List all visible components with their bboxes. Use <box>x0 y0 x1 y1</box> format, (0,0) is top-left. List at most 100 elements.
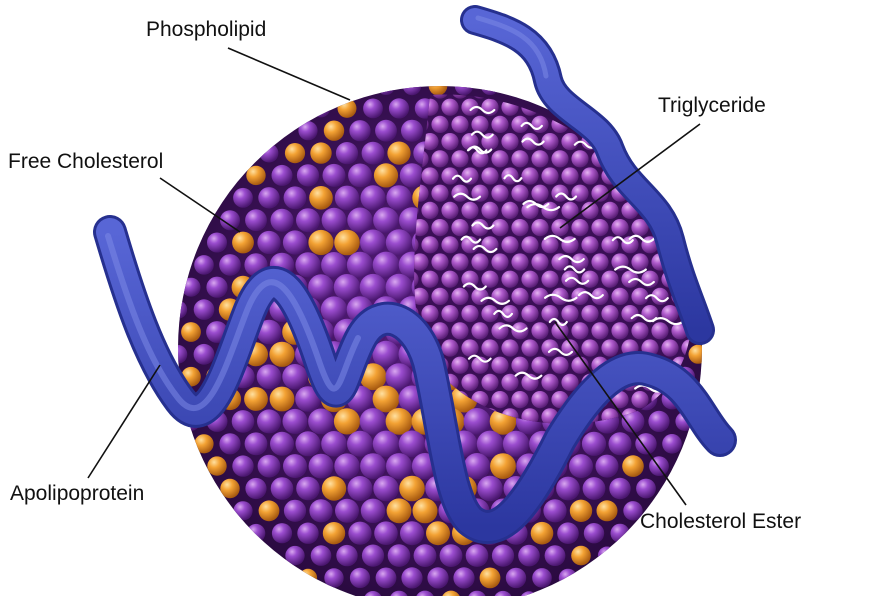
core-lipid-sphere <box>721 202 738 219</box>
core-lipid-sphere <box>591 219 608 236</box>
core-lipid-sphere <box>711 253 728 270</box>
free-cholesterol-sphere <box>259 500 280 521</box>
phospholipid-sphere <box>284 500 306 522</box>
phospholipid-sphere <box>324 568 343 587</box>
free-cholesterol-sphere <box>308 230 333 255</box>
phospholipid-sphere <box>296 208 320 232</box>
core-lipid-sphere <box>481 167 498 184</box>
core-lipid-sphere <box>421 236 438 253</box>
phospholipid-sphere <box>388 544 411 567</box>
core-lipid-sphere <box>441 99 458 116</box>
core-lipid-sphere <box>451 357 468 374</box>
phospholipid-sphere <box>232 410 255 433</box>
free-cholesterol-sphere <box>387 498 412 523</box>
core-lipid-sphere <box>501 271 518 288</box>
core-lipid-sphere <box>621 305 638 322</box>
core-lipid-sphere <box>611 288 628 305</box>
core-lipid-sphere <box>671 185 688 202</box>
core-lipid-sphere <box>701 167 718 184</box>
phospholipid-sphere <box>374 521 398 545</box>
core-lipid-sphere <box>581 305 598 322</box>
core-lipid-sphere <box>431 253 448 270</box>
free-cholesterol-sphere <box>480 568 501 589</box>
core-lipid-sphere <box>721 305 738 322</box>
core-lipid-sphere <box>711 150 728 167</box>
phospholipid-sphere <box>194 255 214 275</box>
phospholipid-sphere <box>322 208 347 233</box>
phospholipid-sphere <box>271 477 294 500</box>
core-lipid-sphere <box>491 357 508 374</box>
free-cholesterol-sphere <box>597 500 618 521</box>
phospholipid-sphere <box>401 120 423 142</box>
phospholipid-sphere <box>335 186 359 210</box>
phospholipid-sphere <box>556 477 580 501</box>
phospholipid-sphere <box>348 522 371 545</box>
core-lipid-sphere <box>691 185 708 202</box>
phospholipid-sphere <box>583 477 606 500</box>
label-triglyceride: Triglyceride <box>658 94 766 118</box>
core-lipid-sphere <box>431 150 448 167</box>
core-lipid-sphere <box>521 271 538 288</box>
phospholipid-sphere <box>298 121 317 140</box>
free-cholesterol-sphere <box>689 345 708 364</box>
free-cholesterol-sphere <box>570 500 592 522</box>
free-cholesterol-sphere <box>387 142 410 165</box>
phospholipid-sphere <box>207 233 227 253</box>
core-lipid-sphere <box>491 185 508 202</box>
core-lipid-sphere <box>481 339 498 356</box>
phospholipid-sphere <box>596 455 619 478</box>
phospholipid-sphere <box>233 188 253 208</box>
free-cholesterol-sphere <box>374 163 398 187</box>
lipid-chain <box>658 132 680 138</box>
phospholipid-sphere <box>543 499 566 522</box>
free-cholesterol-sphere <box>194 434 213 453</box>
core-lipid-sphere <box>421 167 438 184</box>
phospholipid-sphere <box>361 185 386 210</box>
phospholipid-sphere <box>401 567 422 588</box>
core-lipid-sphere <box>571 219 588 236</box>
phospholipid-sphere <box>635 433 656 454</box>
core-lipid-sphere <box>521 167 538 184</box>
core-lipid-sphere <box>621 99 638 116</box>
free-cholesterol-sphere <box>244 387 268 411</box>
core-lipid-sphere <box>461 339 478 356</box>
phospholipid-sphere <box>557 522 579 544</box>
label-free-cholesterol: Free Cholesterol <box>8 150 163 174</box>
core-lipid-sphere <box>681 167 698 184</box>
phospholipid-sphere <box>400 521 424 545</box>
core-lipid-sphere <box>721 167 738 184</box>
phospholipid-sphere <box>283 409 308 434</box>
phospholipid-sphere <box>360 408 387 435</box>
core-lipid-sphere <box>431 288 448 305</box>
phospholipid-sphere <box>360 230 386 256</box>
core-lipid-sphere <box>531 185 548 202</box>
free-cholesterol-sphere <box>309 186 333 210</box>
core-lipid-sphere <box>611 81 628 98</box>
phospholipid-sphere <box>403 77 421 95</box>
phospholipid-sphere <box>257 409 281 433</box>
core-lipid-sphere <box>721 374 738 391</box>
phospholipid-sphere <box>257 231 280 254</box>
core-lipid-sphere <box>571 322 588 339</box>
core-lipid-sphere <box>701 236 718 253</box>
phospholipid-sphere <box>386 274 413 301</box>
phospholipid-sphere <box>296 431 321 456</box>
phospholipid-sphere <box>598 547 616 565</box>
core-lipid-sphere <box>701 271 718 288</box>
phospholipid-sphere <box>559 569 577 587</box>
core-lipid-sphere <box>631 391 648 408</box>
phospholipid-sphere <box>348 164 372 188</box>
phospholipid-sphere <box>453 567 474 588</box>
phospholipid-sphere <box>611 524 630 543</box>
phospholipid-sphere <box>169 301 187 319</box>
phospholipid-sphere <box>311 545 332 566</box>
phospholipid-sphere <box>503 431 529 457</box>
free-cholesterol-sphere <box>181 322 201 342</box>
core-lipid-sphere <box>491 253 508 270</box>
core-lipid-sphere <box>471 253 488 270</box>
core-lipid-sphere <box>631 81 648 98</box>
phospholipid-sphere <box>219 433 240 454</box>
free-cholesterol-sphere <box>429 77 448 96</box>
core-lipid-sphere <box>541 374 558 391</box>
